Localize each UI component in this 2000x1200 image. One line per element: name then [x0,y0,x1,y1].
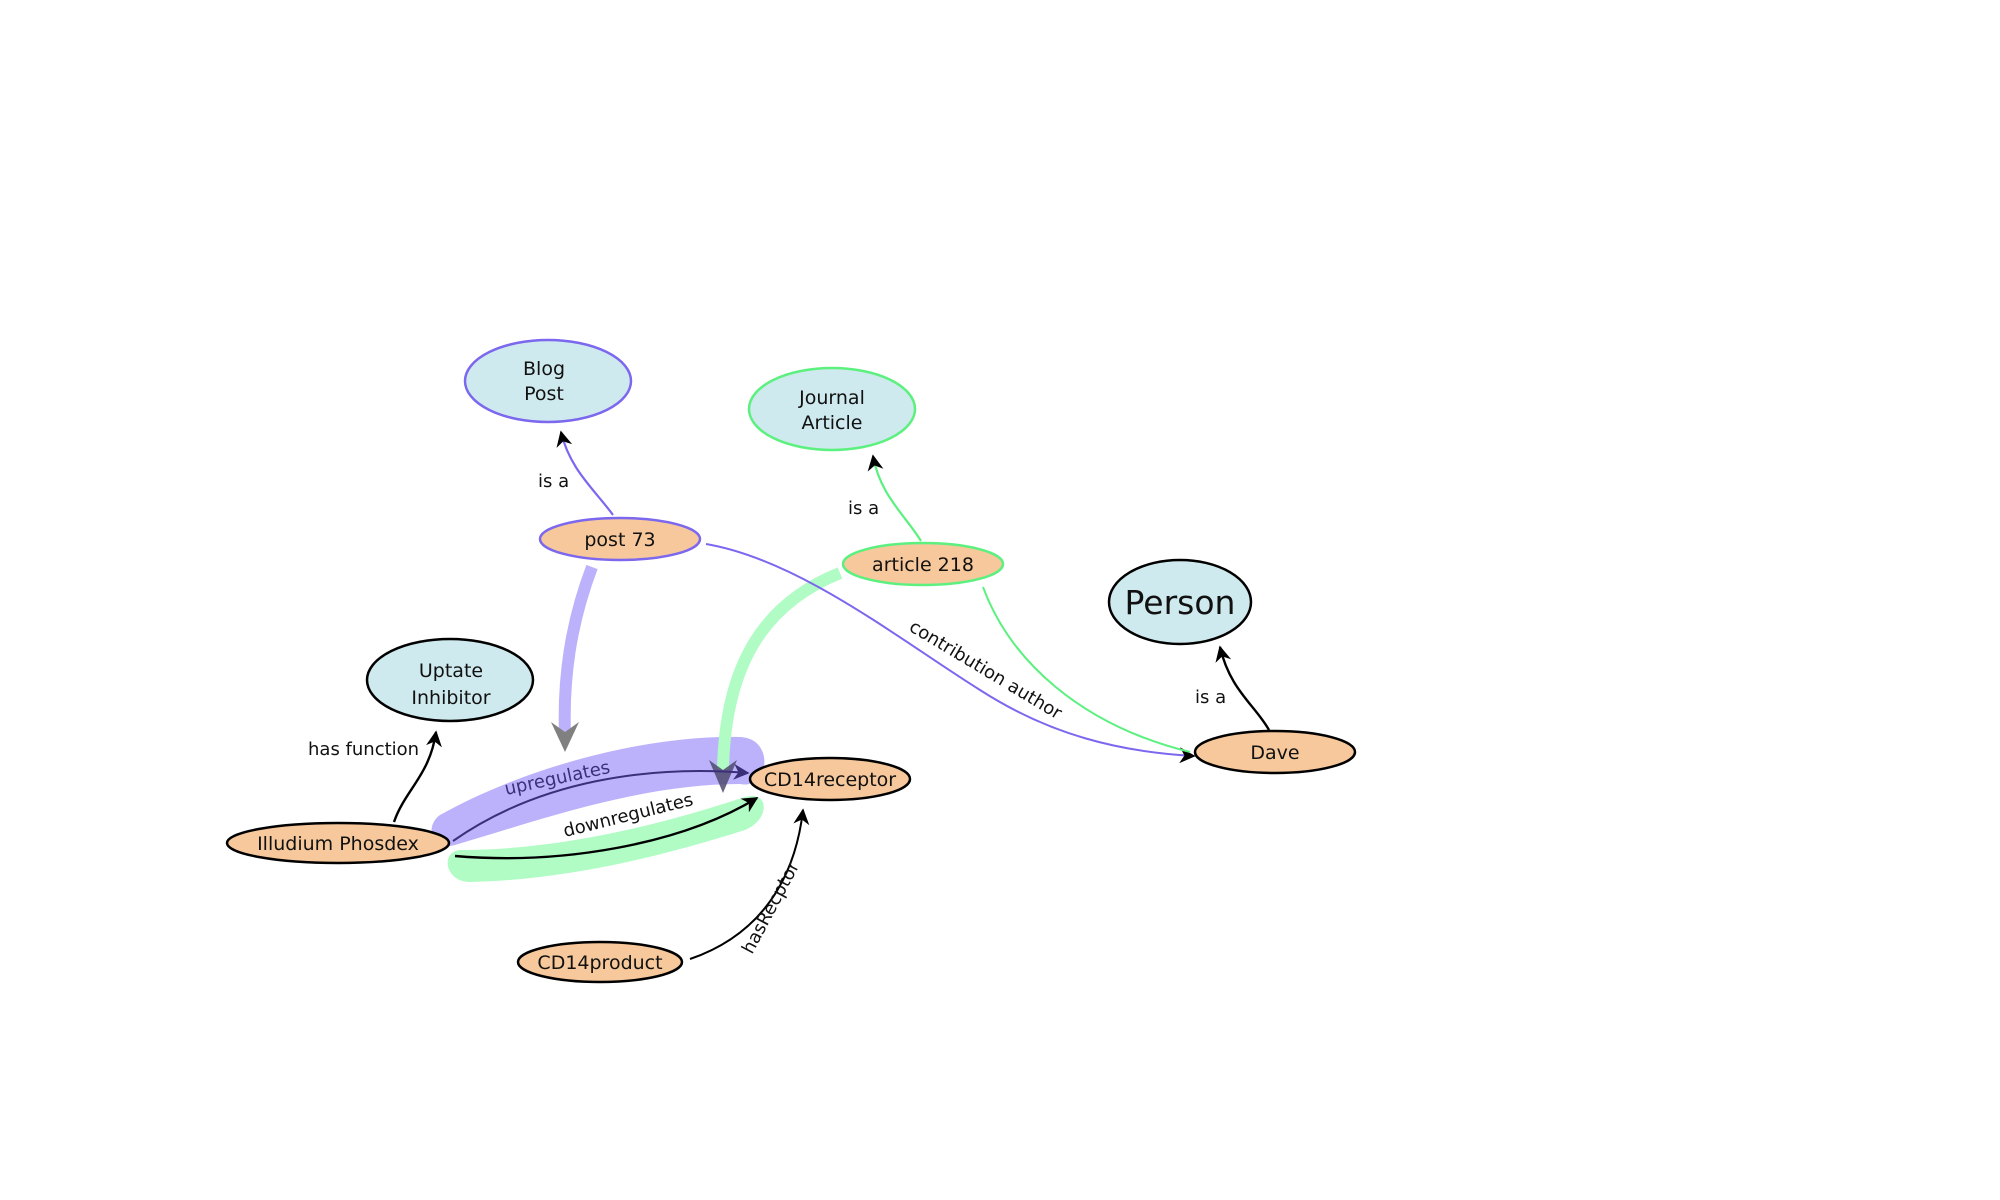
edge-post73-author[interactable] [705,543,1196,764]
node-label-line: CD14receptor [764,769,896,791]
node-illudium-phosdex[interactable]: Illudium Phosdex [225,821,451,865]
edge-label-post73-author: contribution author [905,616,1066,724]
edge-label-illudium-hasfunction: has function [308,739,419,760]
node-label-line: Uptate [419,660,483,682]
downregulates-highlight-band [447,795,764,882]
node-dave[interactable]: Dave [1193,729,1357,775]
blog-claim-pointer [558,564,598,736]
node-blog-post[interactable]: Blog Post [463,338,633,424]
blog-claim-arrowhead [551,722,579,752]
node-post73[interactable]: post 73 [538,516,702,562]
node-journal-article[interactable]: Journal Article [747,366,917,452]
node-person[interactable]: Person [1107,558,1253,646]
node-label-line: post 73 [584,529,655,551]
node-label-line: CD14product [537,952,662,974]
node-article218[interactable]: article 218 [841,541,1005,587]
edge-label-article218-isa: is a [848,498,879,519]
node-label-line: Post [524,383,564,405]
edge-cd14product-hasreceptor[interactable] [689,808,810,960]
edge-label-post73-isa: is a [538,471,569,492]
node-layer: Blog Post Journal Article post 73 articl… [225,338,1357,984]
article-claim-arrowhead [709,760,737,793]
node-uptate-inhibitor[interactable]: Uptate Inhibitor [365,637,535,723]
edge-label-dave-isa: is a [1195,687,1226,708]
node-label-line: article 218 [872,554,974,576]
node-label-line: Dave [1250,742,1299,764]
edge-illudium-upregulates[interactable] [452,763,750,842]
node-label-line: Illudium Phosdex [257,833,419,855]
edge-article218-author[interactable] [982,586,1191,753]
node-cd14receptor[interactable]: CD14receptor [748,756,912,802]
node-label-line: Article [802,412,863,434]
edge-illudium-hasfunction[interactable] [392,730,442,823]
node-label-line: Person [1125,583,1236,622]
edge-post73-isa[interactable] [556,430,614,516]
edge-dave-isa[interactable] [1215,645,1271,731]
article-claim-pointer [717,567,843,771]
upregulates-highlight-band [431,736,765,847]
node-label-line: Journal [798,387,865,409]
edge-label-cd14product-hasreceptor: hasRecptor [738,857,804,957]
node-label-line: Inhibitor [411,687,490,709]
edge-illudium-downregulates[interactable] [454,796,759,860]
node-cd14product[interactable]: CD14product [516,940,684,984]
node-label-line: Blog [523,358,565,380]
highlight-layer [431,564,843,882]
edge-article218-isa[interactable] [867,454,922,542]
